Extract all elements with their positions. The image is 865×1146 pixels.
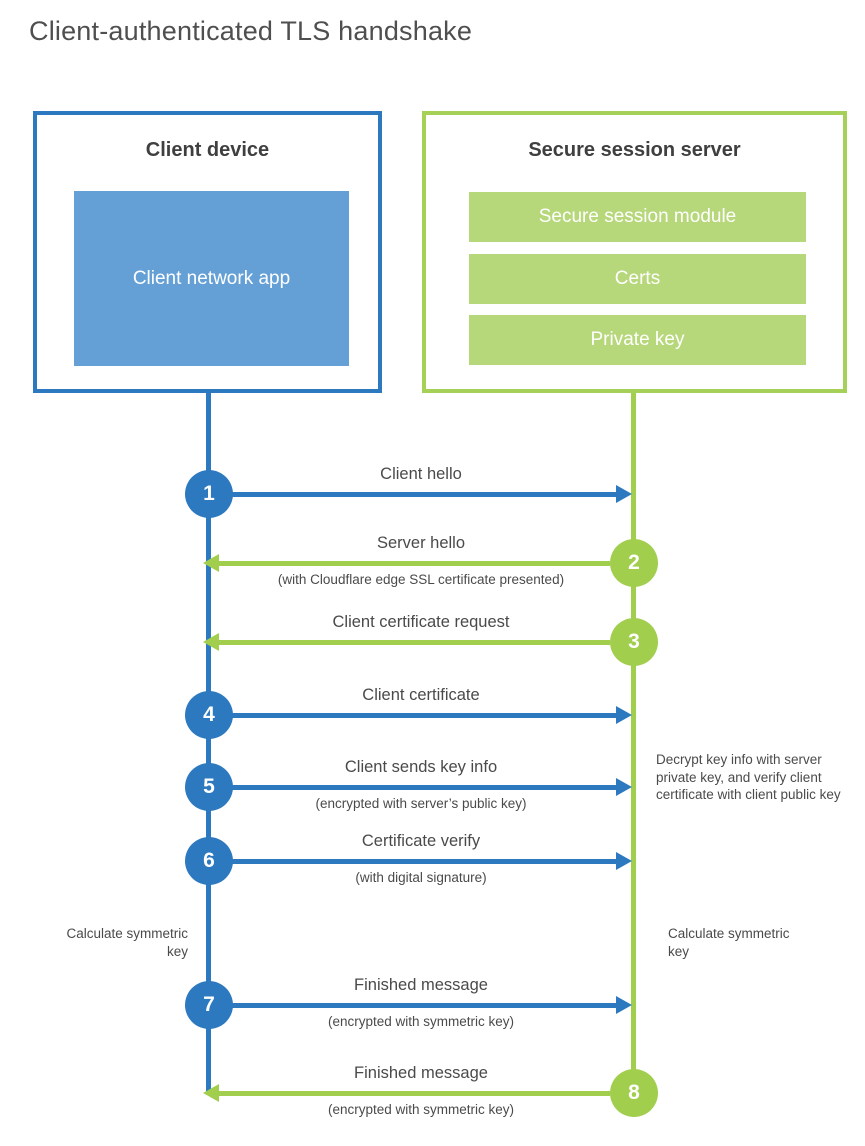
step-2-label: Server hello bbox=[376, 534, 466, 552]
step-5-sublabel: (encrypted with server’s public key) bbox=[315, 796, 527, 811]
step-6-arrowhead-icon bbox=[616, 852, 632, 870]
step-5-badge: 5 bbox=[185, 763, 233, 811]
step-7-badge: 7 bbox=[185, 981, 233, 1029]
step-4-badge: 4 bbox=[185, 691, 233, 739]
module-bar-secure-session-module: Secure session module bbox=[469, 192, 806, 242]
client-lifeline bbox=[206, 393, 211, 1093]
step-2-sublabel: (with Cloudflare edge SSL certificate pr… bbox=[277, 572, 565, 587]
client-device-title: Client device bbox=[145, 139, 270, 161]
step-4-arrow bbox=[230, 713, 618, 718]
step-1-label: Client hello bbox=[380, 465, 462, 483]
step-2-badge: 2 bbox=[610, 539, 658, 587]
step-6-sublabel: (with digital signature) bbox=[355, 870, 487, 885]
step-8-arrowhead-icon bbox=[203, 1084, 219, 1102]
step-6-badge: 6 bbox=[185, 837, 233, 885]
secure-session-server-box: Secure session server Secure session mod… bbox=[422, 111, 847, 393]
step-3-arrowhead-icon bbox=[203, 633, 219, 651]
server-lifeline bbox=[631, 393, 636, 1093]
step-8-arrow bbox=[218, 1091, 610, 1096]
step-8-number: 8 bbox=[628, 1081, 640, 1104]
step-1-arrow bbox=[230, 492, 618, 497]
client-network-app-label: Client network app bbox=[132, 267, 291, 289]
client-device-box: Client device Client network app bbox=[33, 111, 382, 393]
step-8-label: Finished message bbox=[354, 1064, 488, 1082]
step-3-badge: 3 bbox=[610, 618, 658, 666]
module-bar-certs: Certs bbox=[469, 254, 806, 304]
step-4-label: Client certificate bbox=[362, 686, 480, 704]
step-7-sublabel: (encrypted with symmetric key) bbox=[327, 1014, 515, 1029]
step-6-label: Certificate verify bbox=[361, 832, 481, 850]
step-2-number: 2 bbox=[628, 551, 640, 574]
page-title: Client-authenticated TLS handshake bbox=[29, 16, 473, 46]
module-bar-private-key: Private key bbox=[469, 315, 806, 365]
step-3-number: 3 bbox=[628, 630, 640, 653]
step-5-number: 5 bbox=[203, 775, 215, 798]
step-5-arrow bbox=[230, 785, 618, 790]
client-network-app-box: Client network app bbox=[74, 191, 349, 366]
step-1-badge: 1 bbox=[185, 470, 233, 518]
step-7-arrow bbox=[230, 1003, 618, 1008]
step-6-number: 6 bbox=[203, 849, 215, 872]
client-calculate-symmetric-key-note: Calculate symmetric key bbox=[66, 926, 188, 959]
step-2-arrow bbox=[218, 561, 610, 566]
step-7-number: 7 bbox=[203, 993, 215, 1016]
server-calculate-symmetric-key-note: Calculate symmetric key bbox=[668, 926, 790, 959]
step-3-label: Client certificate request bbox=[332, 613, 510, 631]
step-8-badge: 8 bbox=[610, 1069, 658, 1117]
step-3-arrow bbox=[218, 640, 610, 645]
secure-session-server-title: Secure session server bbox=[528, 139, 741, 161]
step-5-arrowhead-icon bbox=[616, 778, 632, 796]
step-1-number: 1 bbox=[203, 482, 215, 505]
server-decrypt-note: Decrypt key info with server private key… bbox=[656, 752, 841, 802]
step-6-arrow bbox=[230, 859, 618, 864]
step-4-arrowhead-icon bbox=[616, 706, 632, 724]
step-7-label: Finished message bbox=[354, 976, 488, 994]
step-7-arrowhead-icon bbox=[616, 996, 632, 1014]
step-8-sublabel: (encrypted with symmetric key) bbox=[327, 1102, 515, 1117]
step-4-number: 4 bbox=[203, 703, 215, 726]
step-2-arrowhead-icon bbox=[203, 554, 219, 572]
step-1-arrowhead-icon bbox=[616, 485, 632, 503]
step-5-label: Client sends key info bbox=[344, 758, 498, 776]
